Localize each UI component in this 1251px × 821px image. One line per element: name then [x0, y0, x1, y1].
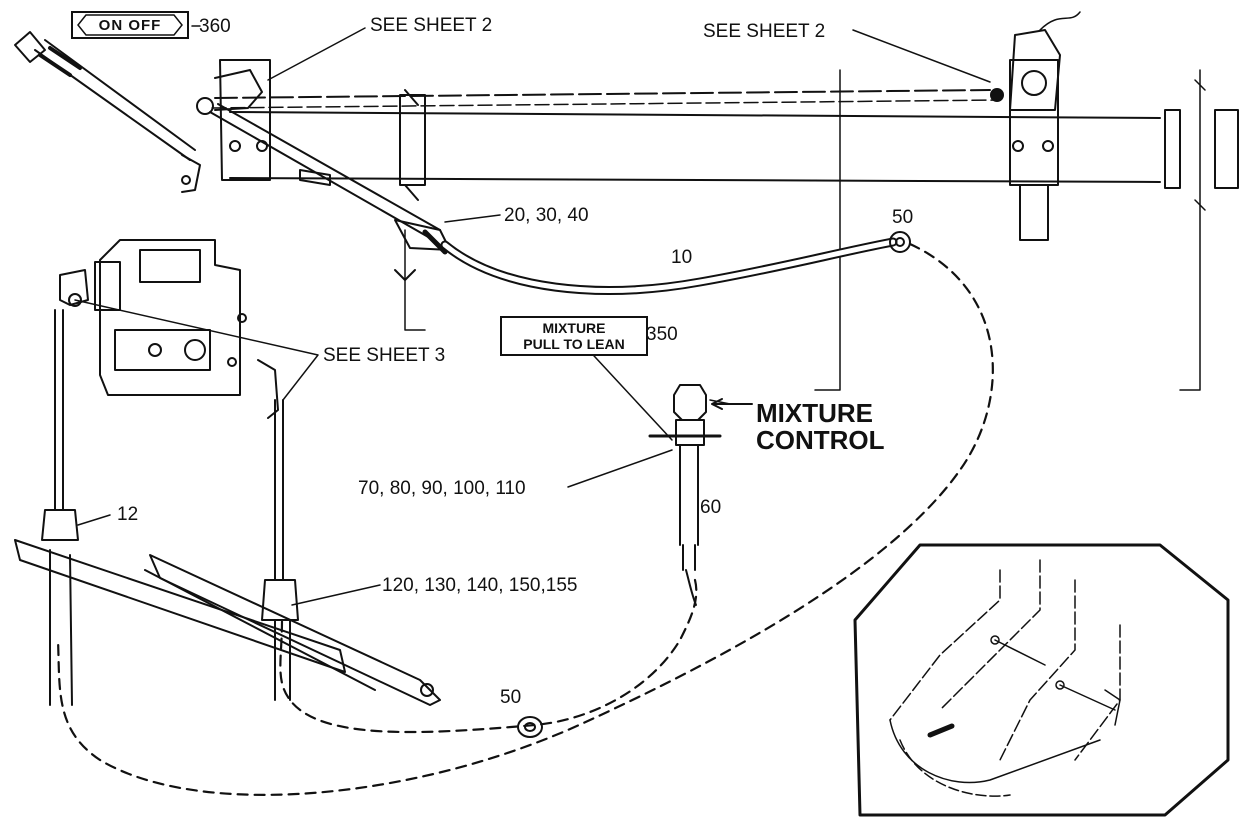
label-part-50-bottom: 50 — [500, 687, 522, 708]
mixture-placard: MIXTURE PULL TO LEAN — [500, 316, 648, 357]
detail-inset — [853, 543, 1230, 817]
label-part-12: 12 — [117, 504, 139, 525]
mixture-placard-line1: MIXTURE — [542, 320, 606, 336]
on-off-placard-text: ON OFF — [98, 17, 162, 34]
label-part-360: 360 — [199, 16, 231, 37]
label-see-sheet-2-right: SEE SHEET 2 — [703, 21, 826, 42]
label-mixture-control: MIXTURE CONTROL — [756, 398, 885, 456]
label-part-70-110: 70, 80, 90, 100, 110 — [358, 478, 526, 499]
lower-control-linkage — [14, 309, 441, 706]
cable-routing-dashed — [56, 242, 994, 796]
on-off-placard-frame — [71, 11, 189, 39]
label-part-60: 60 — [700, 497, 722, 518]
label-see-sheet-3: SEE SHEET 3 — [323, 345, 446, 366]
label-part-50-top: 50 — [892, 207, 914, 228]
label-part-350: 350 — [646, 324, 678, 345]
grommet-50-lower — [517, 716, 543, 738]
label-part-20-30-40: 20, 30, 40 — [504, 205, 589, 226]
mixture-control-knob — [648, 384, 722, 606]
carburetor-assembly — [59, 239, 279, 419]
label-part-120-155: 120, 130, 140, 150,155 — [382, 575, 578, 596]
upper-airframe-structure — [196, 11, 1239, 391]
label-see-sheet-2-left: SEE SHEET 2 — [370, 15, 493, 36]
label-mixture-control-line2: CONTROL — [756, 425, 885, 456]
label-mixture-control-line1: MIXTURE — [756, 398, 873, 428]
mixture-placard-line2: PULL TO LEAN — [523, 336, 625, 353]
on-off-control-assembly — [14, 31, 201, 193]
control-cable-10 — [209, 103, 911, 295]
on-off-placard: ON OFF — [70, 10, 190, 40]
label-part-10: 10 — [671, 247, 693, 268]
tube-joint — [299, 169, 331, 186]
